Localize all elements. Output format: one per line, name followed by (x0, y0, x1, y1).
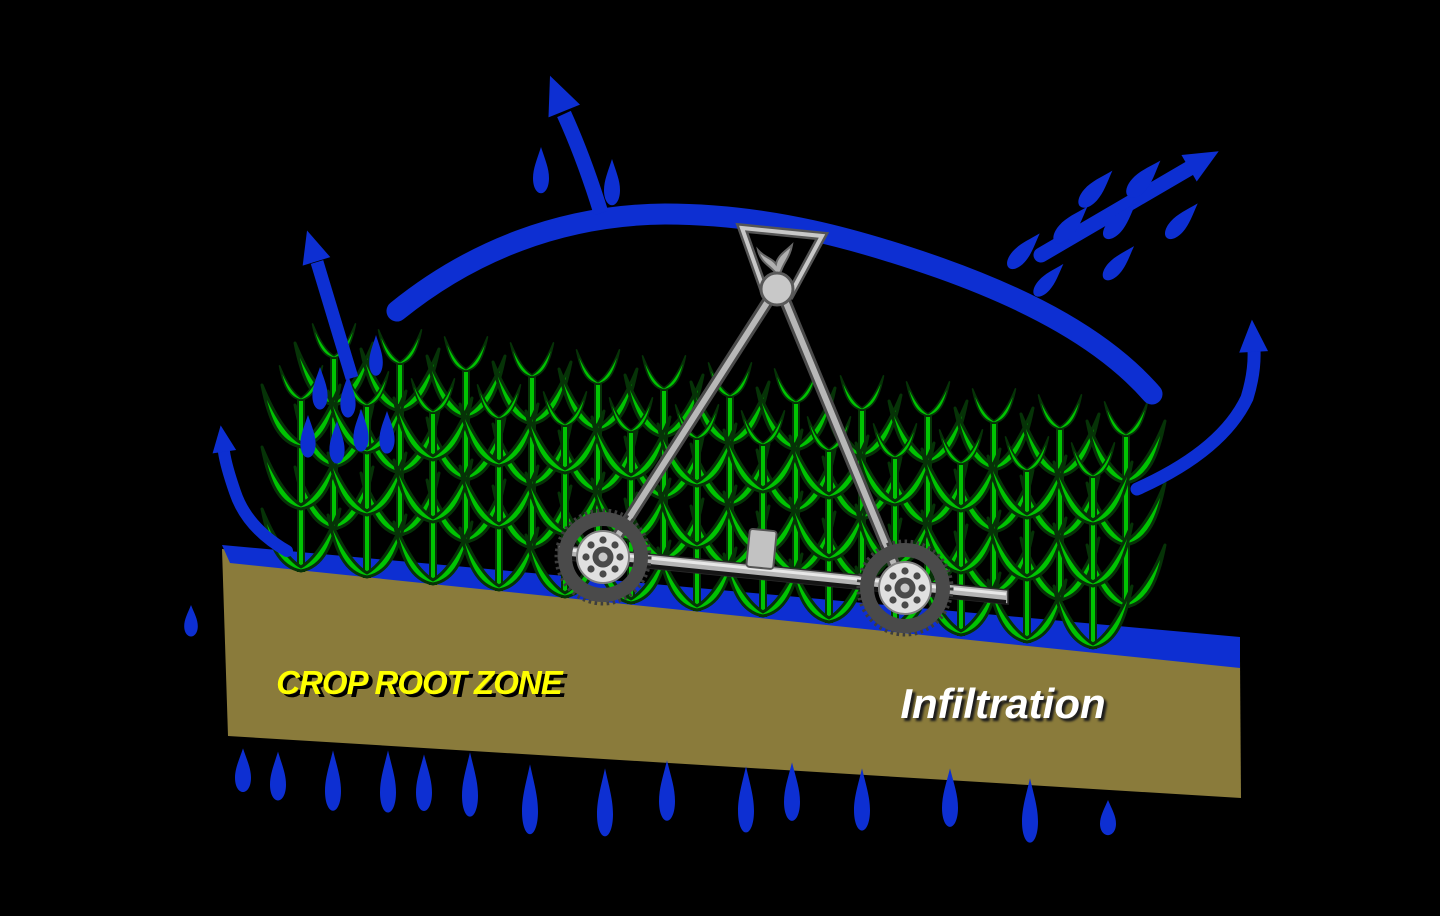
evaporation-arrow-left (293, 226, 395, 464)
infiltration-label: Infiltration (900, 680, 1105, 727)
runoff-arrow (184, 423, 293, 637)
wheel-left-icon (557, 511, 649, 603)
gearbox (745, 528, 778, 570)
tower-leg-left-highlight (603, 296, 773, 556)
evaporation-arrow-center (533, 69, 620, 216)
center-pivot-machine (557, 222, 1009, 634)
tower-leg-right-highlight (781, 296, 906, 588)
crop-root-zone-soil (222, 549, 1241, 798)
wheel-right-icon (859, 542, 951, 634)
spray-arc (386, 203, 1163, 405)
sprinkler-nozzle-icon (756, 242, 794, 278)
pivot-hub (759, 271, 795, 307)
crop-root-zone-label: CROP ROOT ZONE (276, 664, 563, 701)
soil-block (222, 549, 1241, 798)
canopy-evaporation-arrow-right (1130, 318, 1269, 496)
wind-drift-arrow (1002, 137, 1227, 301)
